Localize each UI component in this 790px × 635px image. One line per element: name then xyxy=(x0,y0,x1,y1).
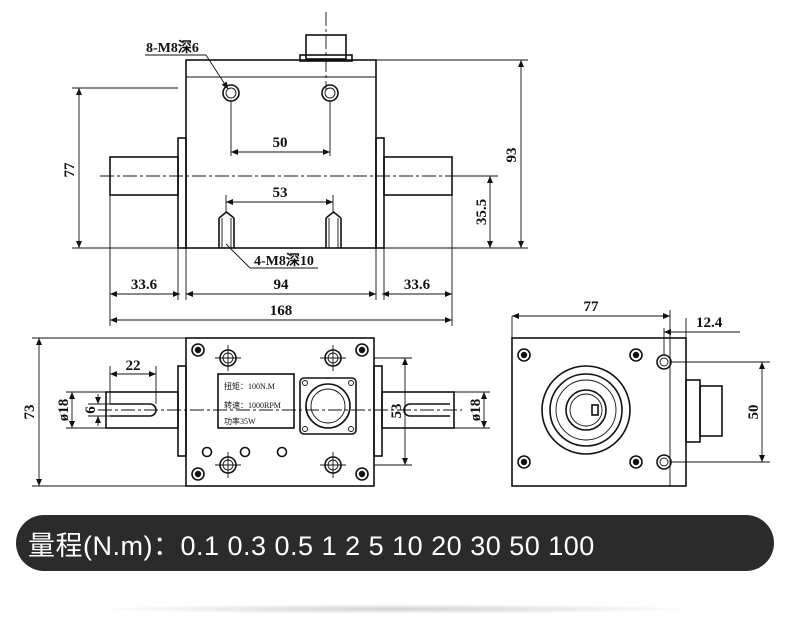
corner-screw-br xyxy=(355,467,369,481)
dim-168: 168 xyxy=(270,303,293,319)
mount-hole-tr xyxy=(320,345,346,371)
dim-phi18-right: ø18 xyxy=(468,399,484,422)
corner-screw-bl xyxy=(191,467,205,481)
dim-73: 73 xyxy=(22,405,38,420)
top-hole-right xyxy=(321,84,339,102)
dim-94: 94 xyxy=(274,277,290,293)
dim-93: 93 xyxy=(504,148,520,163)
mount-hole-br xyxy=(320,452,346,478)
nameplate-line3: 功率35W xyxy=(224,416,256,426)
dim-77-side: 77 xyxy=(584,299,600,315)
dim-50-side: 50 xyxy=(746,405,762,420)
label-top-holes: 8-M8深6 xyxy=(146,39,199,56)
range-banner-text: 量程(N.m)：0.1 0.3 0.5 1 2 5 10 20 30 50 10… xyxy=(28,530,595,561)
nameplate xyxy=(217,373,295,429)
side-view: 77 12.4 50 xyxy=(511,299,770,487)
nameplate-line1: 扭矩：100N.M xyxy=(224,381,275,391)
dim-12-4: 12.4 xyxy=(696,315,723,331)
connector-front xyxy=(299,377,357,435)
dim-22: 22 xyxy=(126,358,141,374)
side-screw-br xyxy=(629,455,643,469)
side-connector xyxy=(685,379,701,443)
dim-77-top: 77 xyxy=(62,162,78,178)
top-hole-left xyxy=(222,84,240,102)
dim-53-front: 53 xyxy=(389,404,405,419)
mount-hole-tl xyxy=(215,345,241,371)
front-left-flange xyxy=(177,365,187,457)
bottom-hole-right xyxy=(325,210,342,248)
bottom-hole-left xyxy=(218,210,235,248)
corner-screw-tr xyxy=(355,343,369,357)
mount-hole-bl xyxy=(215,452,241,478)
banner-shadow xyxy=(90,604,700,614)
side-main-body xyxy=(511,337,687,487)
label-bottom-holes: 4-M8深10 xyxy=(254,252,314,269)
top-main-body xyxy=(185,59,377,249)
dim-6: 6 xyxy=(83,406,99,414)
left-shaft xyxy=(109,156,179,196)
dim-33-6-right: 33.6 xyxy=(404,277,431,293)
top-view: 50 8-M8深6 53 4-M8深10 xyxy=(62,12,528,326)
dim-50-top: 50 xyxy=(273,135,288,151)
dim-35-5: 35.5 xyxy=(474,199,490,225)
front-view: 扭矩：100N.M 转速：1000RPM 功率35W 22 ø18 xyxy=(22,337,490,487)
dim-33-6-left: 33.6 xyxy=(131,277,158,293)
corner-screw-tl xyxy=(191,343,205,357)
side-hole-top xyxy=(656,354,672,370)
front-right-flange xyxy=(373,365,383,457)
side-connector-cap xyxy=(699,385,723,437)
dim-phi18-left: ø18 xyxy=(56,399,72,422)
range-banner: 量程(N.m)：0.1 0.3 0.5 1 2 5 10 20 30 50 10… xyxy=(16,515,774,571)
bearing xyxy=(541,365,631,455)
side-screw-tl xyxy=(517,348,531,362)
left-flange xyxy=(177,137,187,249)
dim-53-top: 53 xyxy=(273,185,288,201)
side-hole-bottom xyxy=(656,454,672,470)
side-screw-tr xyxy=(629,348,643,362)
nameplate-line2: 转速：1000RPM xyxy=(224,400,281,410)
side-screw-bl xyxy=(517,455,531,469)
front-main-body xyxy=(185,337,375,487)
right-flange xyxy=(375,137,385,249)
small-holes xyxy=(201,446,288,458)
